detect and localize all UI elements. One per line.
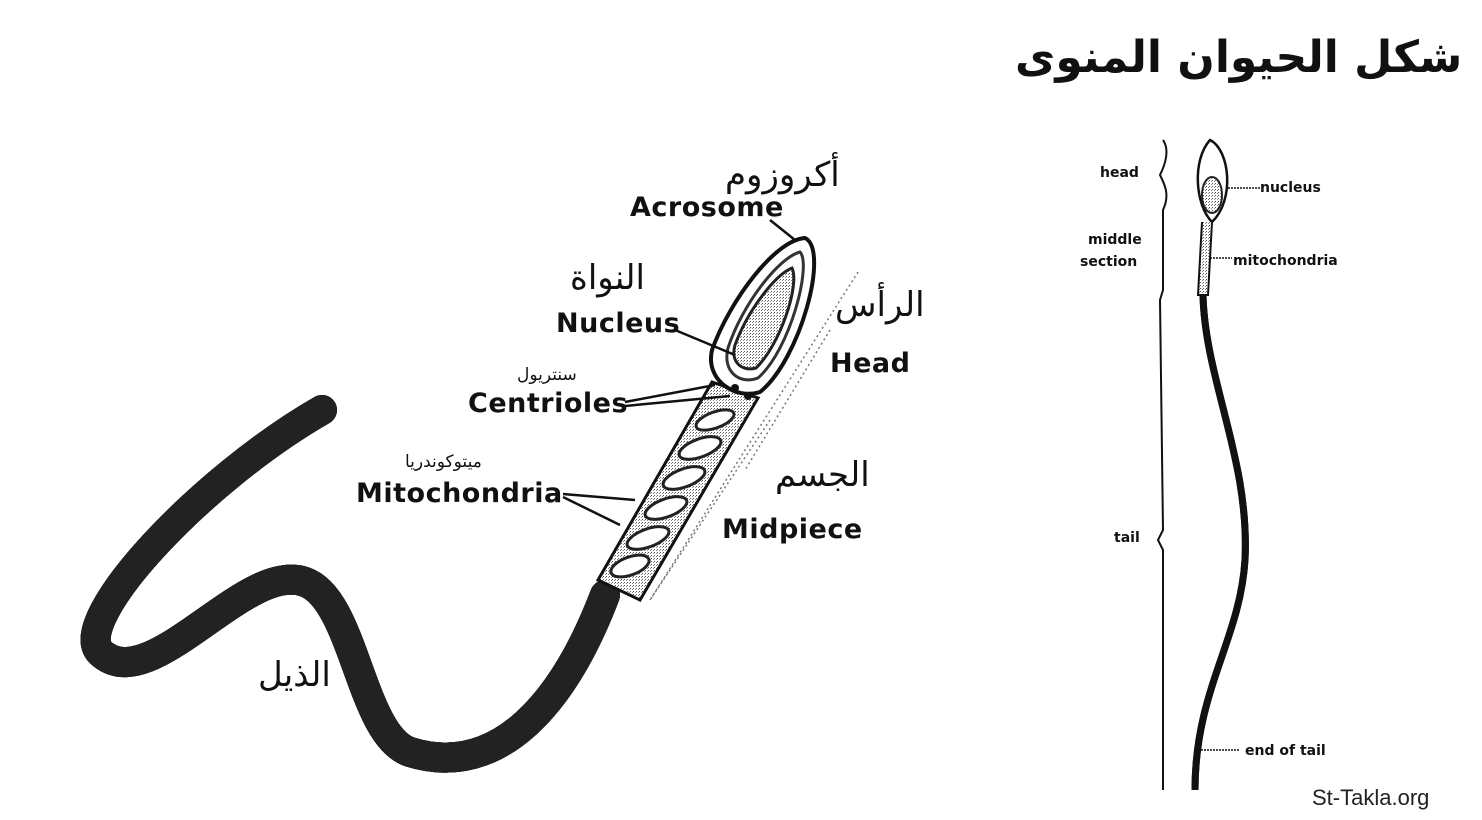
- right-sperm: [1156, 138, 1260, 790]
- head-label: Head: [830, 348, 911, 379]
- mitochondria-ar-label: ميتوكوندريا: [405, 452, 482, 472]
- watermark: St-Takla.org: [1312, 785, 1430, 810]
- acrosome-ar-label: أكروزوم: [725, 155, 840, 195]
- centrioles-ar-label: سنتريول: [517, 365, 577, 385]
- left-tail: [96, 395, 620, 758]
- right-mitochondria-label: mitochondria: [1233, 253, 1338, 269]
- right-tail-label: tail: [1114, 530, 1140, 546]
- left-head: [708, 235, 817, 400]
- right-middle-label: middle: [1088, 232, 1142, 248]
- nucleus-ar-label: النواة: [570, 258, 645, 298]
- tail-ar-label: الذيل: [258, 655, 331, 695]
- midpiece-ar-label: الجسم: [775, 455, 870, 495]
- end-of-tail-label: end of tail: [1245, 743, 1326, 759]
- right-nucleus-label: nucleus: [1260, 180, 1321, 196]
- page-title: شكل الحيوان المنوى: [1015, 32, 1463, 83]
- bracket-lines: [649, 271, 859, 601]
- mitochondria-label: Mitochondria: [356, 478, 563, 509]
- head-ar-label: الرأس: [835, 285, 925, 325]
- nucleus-label: Nucleus: [556, 308, 681, 339]
- right-section-label: section: [1080, 254, 1138, 270]
- right-head-label: head: [1100, 165, 1139, 181]
- centrioles-label: Centrioles: [468, 388, 629, 419]
- leader-lines: [562, 219, 796, 527]
- acrosome-label: Acrosome: [630, 192, 784, 223]
- midpiece-label: Midpiece: [722, 514, 863, 545]
